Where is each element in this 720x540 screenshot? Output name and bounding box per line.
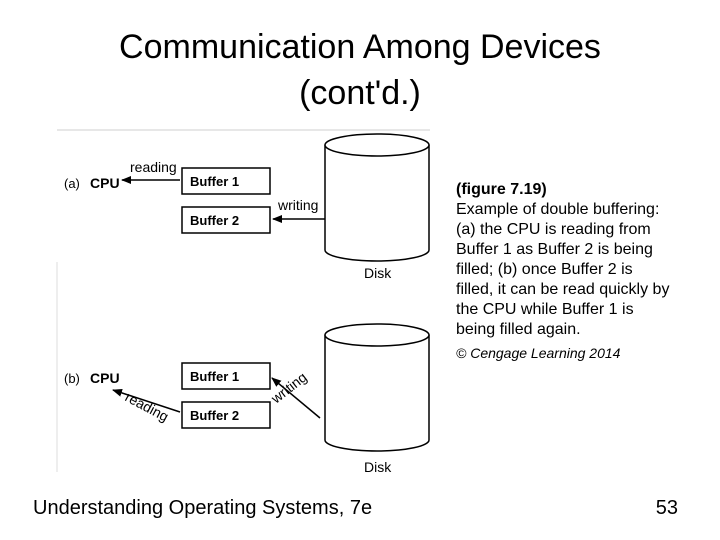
panel-a-buffer-2-label: Buffer 2 — [190, 213, 239, 228]
panel-a-cpu-label: CPU — [90, 175, 120, 191]
panel-a-disk-body — [324, 145, 430, 262]
slide-title: Communication Among Devices (cont'd.) — [60, 24, 660, 116]
slide-title-line2: (cont'd.) — [299, 74, 421, 112]
figure-caption: (figure 7.19) Example of double bufferin… — [456, 180, 671, 363]
panel-b-disk-body — [324, 335, 430, 452]
panel-a-disk-top — [324, 133, 430, 157]
figure-number: (figure 7.19) — [456, 181, 547, 198]
panel-a-disk-label: Disk — [364, 265, 392, 281]
panel-b-write-arrow — [271, 377, 321, 419]
panel-b-write-label: writing — [267, 369, 310, 407]
panel-a-buffer-2 — [181, 206, 271, 234]
panel-a-buffer-1-label: Buffer 1 — [190, 174, 239, 189]
footer-page-number: 53 — [655, 497, 678, 519]
panel-a-write-label: writing — [277, 197, 318, 213]
caption-credit: © Cengage Learning 2014 — [456, 345, 621, 361]
panel-b-buffer-2 — [181, 401, 271, 429]
caption-text: Example of double buffering: (a) the CPU… — [456, 201, 670, 338]
panel-b-buffer-1 — [181, 362, 271, 390]
panel-b-disk-label: Disk — [364, 459, 392, 475]
panel-b-disk-top — [324, 323, 430, 347]
panel-b: (b) CPU Buffer 1 Buffer 2 reading writin… — [64, 323, 430, 475]
panel-b-buffer-2-label: Buffer 2 — [190, 408, 239, 423]
panel-b-cpu-label: CPU — [90, 370, 120, 386]
panel-b-read-arrow — [112, 389, 181, 413]
panel-b-tag: (b) — [64, 371, 80, 386]
slide-title-line1: Communication Among Devices — [119, 28, 601, 66]
panel-a: (a) CPU Buffer 1 Buffer 2 reading writin… — [64, 133, 430, 281]
panel-a-read-label: reading — [130, 159, 177, 175]
panel-b-buffer-1-label: Buffer 1 — [190, 369, 239, 384]
panel-b-read-label: reading — [123, 389, 172, 425]
footer-book-title: Understanding Operating Systems, 7e — [33, 497, 373, 519]
panel-a-buffer-1 — [181, 167, 271, 195]
panel-a-tag: (a) — [64, 176, 80, 191]
